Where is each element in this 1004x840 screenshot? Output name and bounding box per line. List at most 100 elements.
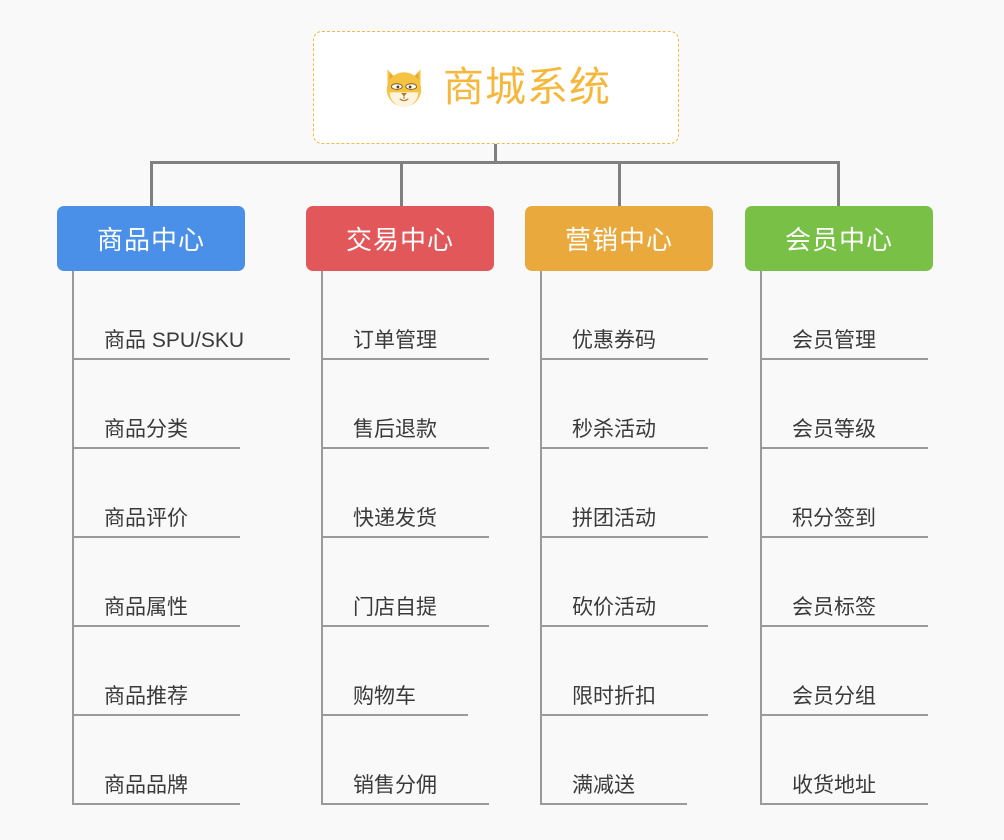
leaf-item-label: 商品分类 bbox=[104, 418, 188, 441]
leaf-item-rule bbox=[760, 625, 928, 627]
leaf-item-rule bbox=[72, 536, 240, 538]
leaf-item-rule bbox=[760, 714, 928, 716]
leaf-item-label: 快递发货 bbox=[353, 507, 437, 530]
leaf-item-label: 拼团活动 bbox=[572, 507, 656, 530]
category-header-label-3: 营销中心 bbox=[564, 225, 673, 255]
list-item[interactable]: 订单管理 bbox=[321, 271, 541, 360]
category-header-1[interactable]: 商品中心 bbox=[57, 206, 245, 271]
category-column-会员中心: 会员中心 会员管理 会员等级 积分签到 会员标签 会员分组 bbox=[745, 206, 933, 805]
connector-drop-4 bbox=[837, 161, 840, 206]
column-spine-4 bbox=[760, 271, 762, 805]
leaf-item-label: 商品 SPU/SKU bbox=[104, 329, 245, 352]
connector-drop-2 bbox=[400, 161, 403, 206]
root-node-商城系统[interactable]: 商城系统 bbox=[313, 31, 679, 144]
list-item[interactable]: 限时折扣 bbox=[540, 627, 760, 716]
leaf-item-rule bbox=[321, 358, 489, 360]
leaf-item-rule bbox=[321, 447, 489, 449]
leaf-item-rule bbox=[760, 447, 928, 449]
leaf-item-list-1: 商品 SPU/SKU 商品分类 商品评价 商品属性 商品推荐 商品品牌 bbox=[72, 271, 292, 805]
category-header-3[interactable]: 营销中心 bbox=[525, 206, 713, 271]
leaf-item-rule bbox=[540, 714, 708, 716]
leaf-item-rule bbox=[321, 625, 489, 627]
leaf-item-label: 限时折扣 bbox=[572, 685, 656, 708]
list-item[interactable]: 会员管理 bbox=[760, 271, 980, 360]
leaf-item-rule bbox=[540, 803, 687, 805]
connector-drop-3 bbox=[618, 161, 621, 206]
list-item[interactable]: 门店自提 bbox=[321, 538, 541, 627]
leaf-item-label: 商品品牌 bbox=[104, 774, 188, 797]
leaf-item-label: 订单管理 bbox=[353, 329, 437, 352]
leaf-item-rule bbox=[540, 358, 708, 360]
leaf-item-label: 优惠券码 bbox=[572, 329, 656, 352]
leaf-item-rule bbox=[540, 447, 708, 449]
list-item[interactable]: 拼团活动 bbox=[540, 449, 760, 538]
column-spine-3 bbox=[540, 271, 542, 805]
leaf-item-rule bbox=[760, 803, 928, 805]
leaf-item-label: 购物车 bbox=[353, 685, 416, 708]
column-spine-1 bbox=[72, 271, 74, 805]
leaf-item-rule bbox=[72, 447, 240, 449]
list-item[interactable]: 商品评价 bbox=[72, 449, 292, 538]
leaf-item-label: 砍价活动 bbox=[572, 596, 656, 619]
leaf-item-label: 会员等级 bbox=[792, 418, 876, 441]
category-header-label-1: 商品中心 bbox=[96, 225, 205, 255]
leaf-item-label: 会员标签 bbox=[792, 596, 876, 619]
root-node-title: 商城系统 bbox=[443, 64, 611, 110]
column-spine-2 bbox=[321, 271, 323, 805]
leaf-item-rule bbox=[72, 714, 240, 716]
leaf-item-list-3: 优惠券码 秒杀活动 拼团活动 砍价活动 限时折扣 满减送 bbox=[540, 271, 760, 805]
leaf-item-label: 会员管理 bbox=[792, 329, 876, 352]
leaf-item-rule bbox=[321, 536, 489, 538]
leaf-item-label: 秒杀活动 bbox=[572, 418, 656, 441]
leaf-item-label: 积分签到 bbox=[792, 507, 876, 530]
list-item[interactable]: 会员等级 bbox=[760, 360, 980, 449]
leaf-item-rule bbox=[72, 358, 290, 360]
category-column-营销中心: 营销中心 优惠券码 秒杀活动 拼团活动 砍价活动 限时折扣 bbox=[525, 206, 713, 805]
shiba-dog-face-icon bbox=[381, 65, 427, 111]
list-item[interactable]: 商品品牌 bbox=[72, 716, 292, 805]
category-header-2[interactable]: 交易中心 bbox=[306, 206, 494, 271]
leaf-item-rule bbox=[760, 536, 928, 538]
leaf-item-rule bbox=[321, 803, 489, 805]
connector-drop-1 bbox=[150, 161, 153, 206]
leaf-item-label: 售后退款 bbox=[353, 418, 437, 441]
leaf-item-label: 商品推荐 bbox=[104, 685, 188, 708]
list-item[interactable]: 售后退款 bbox=[321, 360, 541, 449]
category-header-label-4: 会员中心 bbox=[784, 225, 893, 255]
leaf-item-rule bbox=[760, 358, 928, 360]
category-column-交易中心: 交易中心 订单管理 售后退款 快递发货 门店自提 购物车 bbox=[306, 206, 494, 805]
leaf-item-rule bbox=[321, 714, 468, 716]
list-item[interactable]: 商品属性 bbox=[72, 538, 292, 627]
leaf-item-rule bbox=[540, 536, 708, 538]
list-item[interactable]: 满减送 bbox=[540, 716, 760, 805]
leaf-item-label: 满减送 bbox=[572, 774, 635, 797]
root-node-content: 商城系统 bbox=[381, 65, 611, 111]
list-item[interactable]: 购物车 bbox=[321, 627, 541, 716]
list-item[interactable]: 商品推荐 bbox=[72, 627, 292, 716]
list-item[interactable]: 积分签到 bbox=[760, 449, 980, 538]
connector-bus bbox=[150, 161, 840, 164]
list-item[interactable]: 会员标签 bbox=[760, 538, 980, 627]
list-item[interactable]: 优惠券码 bbox=[540, 271, 760, 360]
leaf-item-label: 商品评价 bbox=[104, 507, 188, 530]
category-header-label-2: 交易中心 bbox=[345, 225, 454, 255]
list-item[interactable]: 收货地址 bbox=[760, 716, 980, 805]
leaf-item-rule bbox=[540, 625, 708, 627]
leaf-item-rule bbox=[72, 625, 240, 627]
leaf-item-label: 收货地址 bbox=[792, 774, 876, 797]
category-header-4[interactable]: 会员中心 bbox=[745, 206, 933, 271]
list-item[interactable]: 商品分类 bbox=[72, 360, 292, 449]
leaf-item-list-2: 订单管理 售后退款 快递发货 门店自提 购物车 销售分佣 bbox=[321, 271, 541, 805]
list-item[interactable]: 砍价活动 bbox=[540, 538, 760, 627]
list-item[interactable]: 商品 SPU/SKU bbox=[72, 271, 292, 360]
list-item[interactable]: 会员分组 bbox=[760, 627, 980, 716]
category-column-商品中心: 商品中心 商品 SPU/SKU 商品分类 商品评价 商品属性 商品推荐 bbox=[57, 206, 290, 805]
leaf-item-rule bbox=[72, 803, 240, 805]
leaf-item-list-4: 会员管理 会员等级 积分签到 会员标签 会员分组 收货地址 bbox=[760, 271, 980, 805]
list-item[interactable]: 快递发货 bbox=[321, 449, 541, 538]
leaf-item-label: 会员分组 bbox=[792, 685, 876, 708]
list-item[interactable]: 秒杀活动 bbox=[540, 360, 760, 449]
list-item[interactable]: 销售分佣 bbox=[321, 716, 541, 805]
leaf-item-label: 商品属性 bbox=[104, 596, 188, 619]
